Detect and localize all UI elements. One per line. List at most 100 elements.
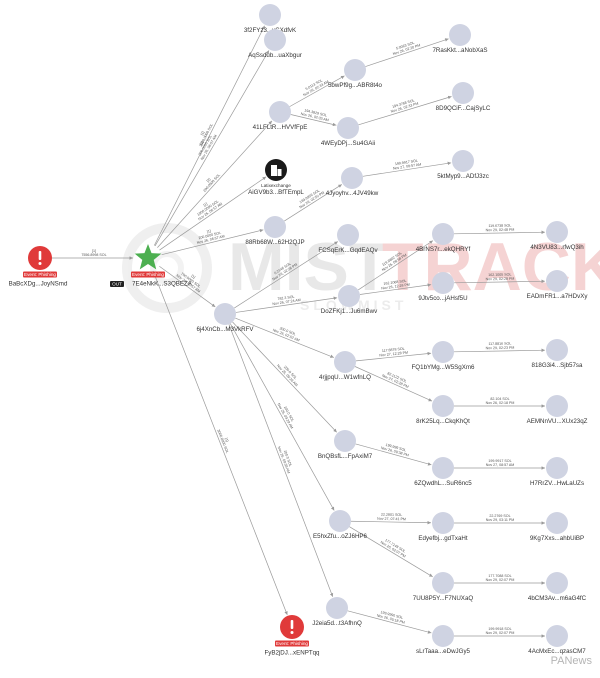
node-address-label: AiGV9b3...BfTEmpL (248, 189, 304, 196)
edge-label-line: [1] (190, 274, 196, 280)
node-wallet[interactable]: 6j4XnCb...M3VkRFV (196, 303, 254, 333)
edge-n16-n2[interactable] (154, 50, 270, 247)
edge-n29-n32[interactable] (349, 526, 433, 578)
edge-n4-n3[interactable] (365, 38, 449, 67)
wallet-node-icon (329, 510, 351, 532)
node-address-label: AqSsdub...uaXbgur (248, 52, 302, 59)
node-wallet[interactable]: 41LFLtR...HVVfFpE (253, 101, 308, 131)
edge-n16-n6[interactable] (157, 120, 273, 248)
node-wallet[interactable]: 6ZQwdhL...SuR6nc5 (414, 457, 472, 487)
node-wallet[interactable]: AEMNnVU...XUx23qZ (527, 395, 588, 425)
phishing-badge (131, 271, 165, 278)
node-wallet[interactable]: 5ktMyp9...ADfJ3zc (437, 150, 489, 180)
phishing-badge (275, 640, 309, 647)
node-wallet[interactable]: 8D9QCiF...CajSyLC (436, 82, 491, 112)
node-wallet[interactable]: E5hxZfu...oZJ6HP6 (313, 510, 368, 540)
node-wallet[interactable]: DoZFKj1...Ju6mBwv (321, 285, 378, 315)
node-wallet[interactable]: 4Jyoyhv...4JV49kw (326, 167, 379, 197)
node-address-label: 6j4XnCb...M3VkRFV (196, 326, 254, 333)
edge-n6-n4[interactable] (289, 75, 345, 107)
node-wallet[interactable]: 4rjjpqU...W1wfnLQ (319, 351, 371, 381)
node-wallet[interactable]: FCSqErK...GqdEAQv (318, 224, 378, 254)
edge-n7-n5[interactable] (358, 95, 452, 126)
edge-n10-n9[interactable] (362, 161, 452, 177)
node-wallet[interactable]: 8rK25Lq...CkqKhQt (416, 395, 470, 425)
edge-n16-n8[interactable] (159, 176, 267, 251)
node-wallet[interactable]: 3f2FYz3...vCXdfvK (244, 4, 297, 34)
edge-n11-n10[interactable] (284, 184, 343, 222)
edge-n13-n14[interactable] (453, 230, 546, 235)
edge-n16-n1[interactable] (153, 25, 265, 246)
edge-n22-n23[interactable] (453, 348, 546, 353)
wallet-node-icon (341, 167, 363, 189)
edge-label-line: Nov 27, 07:41 PM (377, 517, 406, 522)
edge-layer (52, 25, 546, 638)
node-wallet[interactable]: AqSsdub...uaXbgur (248, 29, 302, 59)
edge-n20-n29[interactable] (230, 323, 335, 511)
node-wallet[interactable]: 88Rb68W...62H2QJP (245, 216, 305, 246)
edge-label-line: Nov 26, 09:38 PM (380, 446, 409, 458)
edge-n6-n7[interactable] (290, 114, 337, 127)
node-address-label: 4Jyoyhv...4JV49kw (326, 190, 379, 197)
edge-label-line: Nov 29, 02:07 PM (486, 578, 515, 582)
edge-n16-n35[interactable] (152, 270, 288, 616)
node-wallet[interactable]: 4N3VU83...rfwQ3ih (530, 221, 584, 251)
wallet-node-icon (452, 150, 474, 172)
edge-n20-n19[interactable] (235, 296, 338, 313)
edge-label-line: 117.8878 SOL (382, 347, 405, 353)
node-wallet[interactable]: 4bCM3Av...m6aG4fC (528, 572, 587, 602)
node-wallet[interactable]: J2eia5d...t3AfhnQ (312, 597, 362, 627)
edge-label-line: [1] (206, 229, 211, 234)
edge-n17-n18[interactable] (453, 279, 546, 284)
node-layer: 3f2FYz3...vCXdfvK AqSsdub...uaXbgur 7RasKk… (9, 4, 589, 657)
edge-n19-n17[interactable] (359, 283, 432, 295)
edge-n20-n26[interactable] (232, 321, 338, 433)
wallet-node-icon (432, 223, 454, 245)
edge-n26-n27[interactable] (355, 443, 432, 466)
node-wallet[interactable]: 7RasKkt...aNobXaS (432, 24, 488, 54)
node-address-label: 7RasKkt...aNobXaS (432, 47, 487, 54)
edge-n20-n34[interactable] (228, 324, 334, 597)
node-wallet[interactable]: Edyefbj...gdTxaHt (418, 512, 468, 542)
edge-n34-n36[interactable] (347, 610, 432, 634)
edge-label-line: Nov 29, 02:28 PM (486, 277, 515, 282)
node-wallet[interactable]: 7UU8P5Y...F7NUXaQ (413, 572, 474, 602)
wallet-node-icon (338, 285, 360, 307)
node-wallet[interactable]: 5bwPf9g...ABR8t4o (328, 59, 383, 89)
edge-label-line: 82.104 SOL (490, 397, 509, 401)
node-wallet[interactable]: 818G3i4...Sjb57sa (532, 339, 583, 369)
node-wallet[interactable]: EADmFR1...a7HDvXy (527, 270, 589, 300)
edge-n20-n21[interactable] (235, 317, 334, 358)
edge-n21-n22[interactable] (355, 351, 432, 362)
edge-label-line: Nov 29, 03:11 PM (486, 518, 515, 522)
node-wallet[interactable]: FQ1bYMg...W5SgXm6 (412, 341, 475, 371)
node-wallet[interactable]: 9Kg7Xxs...ahbUiBP (530, 512, 584, 542)
node-address-label: AEMNnVU...XUx23qZ (527, 418, 588, 425)
node-wallet[interactable]: 9Jtv5co...jAHsf5U (418, 272, 468, 302)
node-wallet[interactable]: 4WEyDPj...Su4GAii (321, 117, 375, 147)
edge-n16-n20[interactable] (159, 265, 216, 308)
node-wallet[interactable]: sLrTaaa...eDwJGy5 (416, 625, 471, 655)
node-address-label: 5bwPf9g...ABR8t4o (328, 82, 383, 89)
edge-n20-n12[interactable] (234, 241, 339, 309)
edge-n16-n11[interactable] (161, 228, 264, 256)
node-wallet[interactable]: H7RrZV...HwLaUZs (530, 457, 584, 487)
node-wallet[interactable]: BnQBsfL...FpAxiM7 (318, 430, 373, 460)
edge-n21-n24[interactable] (354, 366, 433, 402)
edge-label-line: [1] (200, 131, 205, 136)
edge-n29-n30[interactable] (350, 520, 432, 525)
node-wallet[interactable]: 4BrNS7r...ekQHRYf (416, 223, 471, 253)
node-wallet[interactable]: 4AcMxEc...qzasCM7 (528, 625, 586, 655)
edge-n19-n13[interactable] (357, 240, 434, 291)
